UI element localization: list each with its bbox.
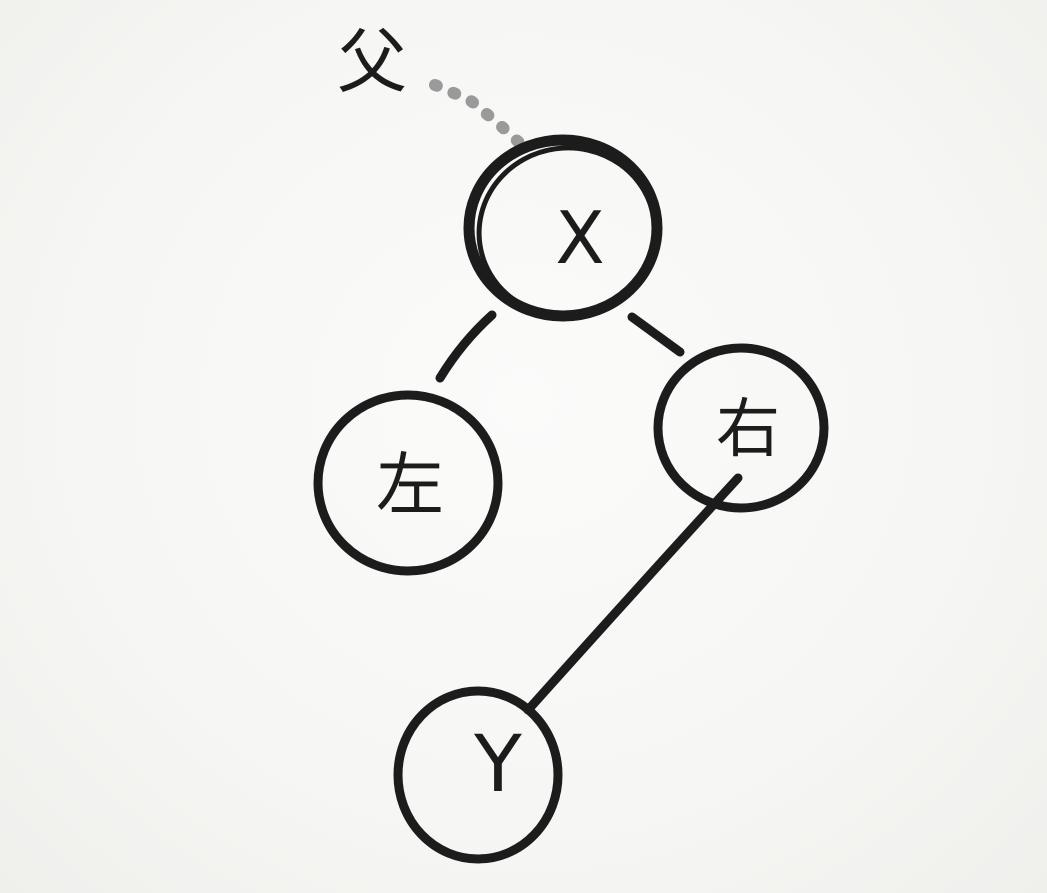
edge-x-to-right [627,312,685,357]
node-right-label: 右 [716,393,780,467]
parent-label: 父 [337,21,407,103]
svg-text:父: 父 [337,21,407,103]
node-y: Y [393,686,563,864]
node-y-label: Y [473,720,522,810]
node-right: 右 [653,343,829,513]
edge-right-to-y [523,473,743,715]
node-x-label: X [555,196,604,280]
node-left-label: 左 [376,447,444,526]
edge-x-to-left [435,310,497,383]
node-x: X [463,134,663,322]
node-left: 左 [313,390,503,576]
parent-to-x-dotted-link [429,79,531,154]
